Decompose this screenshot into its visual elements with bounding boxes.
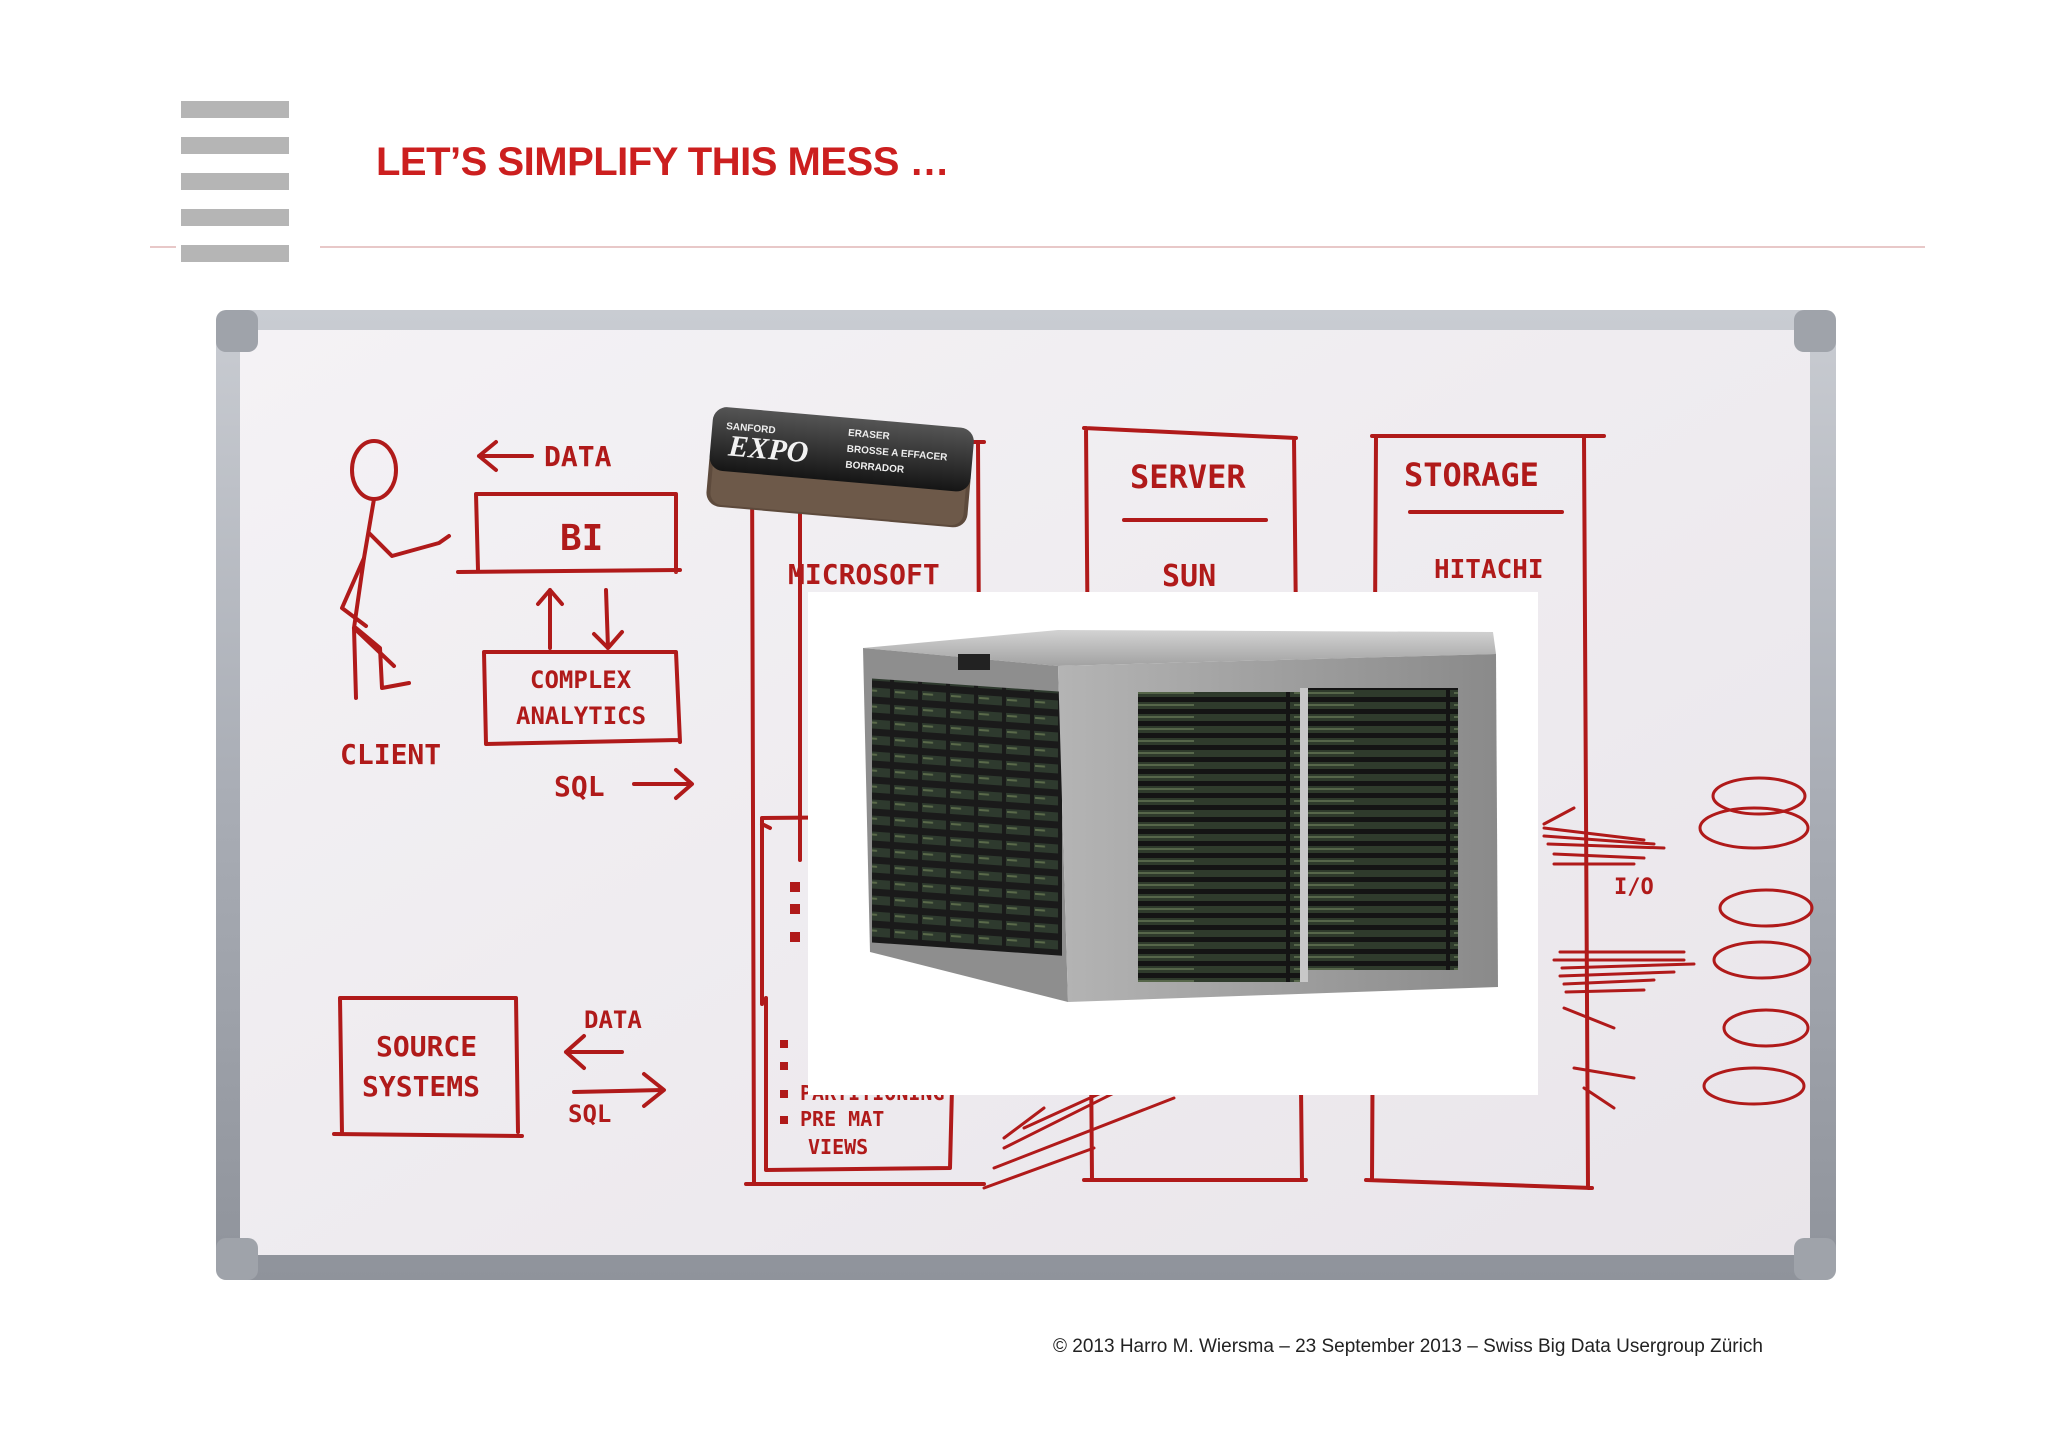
arrow-left-icon xyxy=(564,1034,624,1070)
hitachi-label: HITACHI xyxy=(1434,555,1544,585)
arrow-right-icon xyxy=(572,1072,666,1108)
blade-slots xyxy=(1308,688,1458,970)
eraser-expo-logo: EXPO xyxy=(726,429,810,469)
header-rule-left xyxy=(150,246,176,248)
server-label: SERVER xyxy=(1130,458,1246,496)
storage-label: STORAGE xyxy=(1404,456,1539,494)
blade-slots xyxy=(1138,692,1300,982)
eraser-icon: SANFORD EXPO ERASER BROSSE A EFFACER BOR… xyxy=(706,407,974,528)
slide-footer: © 2013 Harro M. Wiersma – 23 September 2… xyxy=(1053,1336,1763,1357)
microsoft-label: MICROSOFT xyxy=(788,558,940,591)
arrow-right-icon xyxy=(632,768,694,800)
blade-slots xyxy=(872,678,1062,956)
frame-corner xyxy=(216,1238,258,1280)
io-scribble-arrows-icon xyxy=(982,806,1696,1190)
server-display xyxy=(958,654,990,670)
sql-label: SQL xyxy=(568,1100,611,1128)
logo-stripe xyxy=(181,173,289,190)
bullet-list-icon xyxy=(780,882,800,1124)
eraser-text: ERASER xyxy=(848,428,891,443)
source-label: SOURCE xyxy=(376,1030,477,1063)
up-down-arrows-icon xyxy=(536,588,624,650)
analytics-label: ANALYTICS xyxy=(516,702,646,730)
storage-disks-icon xyxy=(1698,776,1814,1106)
complex-analytics-box xyxy=(482,650,682,746)
logo-stripe xyxy=(181,245,289,262)
data-label: DATA xyxy=(584,1006,642,1034)
pre-mat-label: PRE MAT xyxy=(800,1107,884,1131)
header-rule xyxy=(320,246,1925,248)
data-label: DATA xyxy=(544,440,612,473)
systems-label: SYSTEMS xyxy=(362,1070,480,1103)
client-label: CLIENT xyxy=(340,738,441,771)
bi-box xyxy=(456,492,682,574)
sql-label: SQL xyxy=(554,770,605,803)
frame-corner xyxy=(1794,1238,1836,1280)
frame-corner xyxy=(216,310,258,352)
complex-label: COMPLEX xyxy=(530,666,632,694)
frame-corner xyxy=(1794,310,1836,352)
slide-title: LET’S SIMPLIFY THIS MESS … xyxy=(376,140,950,184)
server-top xyxy=(863,630,1496,666)
eraser-brand: SANFORD xyxy=(726,421,776,436)
bi-label: BI xyxy=(560,518,603,559)
server-rack-photo xyxy=(808,592,1538,1095)
arrow-left-icon xyxy=(477,440,534,472)
client-stick-figure-icon xyxy=(340,439,451,700)
eraser-text: BORRADOR xyxy=(845,460,905,476)
logo-stripe xyxy=(181,101,289,118)
chassis-divider xyxy=(1300,688,1308,982)
io-label: I/O xyxy=(1614,875,1654,900)
logo-stripe xyxy=(181,137,289,154)
source-systems-box xyxy=(332,996,524,1138)
views-label: VIEWS xyxy=(808,1135,868,1159)
logo-stripe xyxy=(181,209,289,226)
sun-label: SUN xyxy=(1162,559,1216,594)
